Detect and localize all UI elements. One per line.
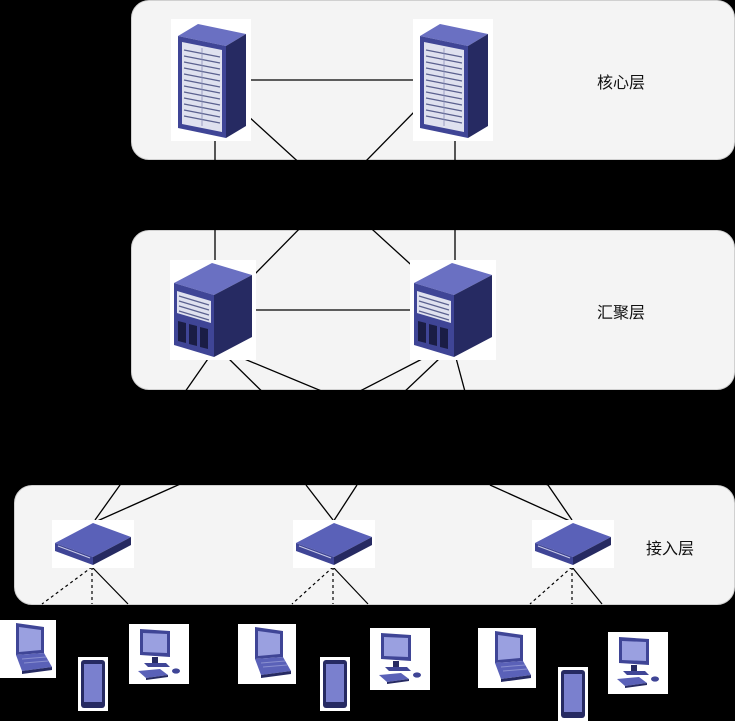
core-server-1	[171, 19, 251, 141]
laptop-1	[0, 620, 56, 678]
aggregation-switch-2	[410, 260, 496, 360]
agg1-acc2-link	[225, 355, 358, 486]
desktop-pc-3	[608, 632, 668, 694]
agg1-acc1-link	[119, 355, 211, 486]
desktop-pc-1	[129, 624, 189, 684]
access-endpoint-links	[41, 566, 603, 605]
core-server-2	[413, 19, 493, 141]
laptop-2	[238, 624, 296, 684]
laptop-3	[478, 628, 536, 688]
agg2-acc3-link	[455, 357, 491, 486]
tablet-2	[320, 657, 350, 711]
tablet-1	[78, 657, 108, 711]
aggregation-layer-label: 汇聚层	[597, 303, 646, 322]
desktop-pc-2	[370, 628, 430, 690]
core-layer-label: 核心层	[597, 73, 646, 92]
core-aggregation-links	[214, 79, 456, 311]
aggregation-switch-1	[170, 260, 256, 360]
agg2-acc1-link	[177, 357, 425, 486]
access-switch-2	[293, 520, 375, 568]
access-switch-1	[52, 520, 134, 568]
aggregation-access-links	[94, 355, 573, 523]
access-layer-label: 接入层	[646, 539, 695, 558]
core2-agg1-link	[251, 107, 419, 278]
access-switch-3	[532, 520, 614, 568]
agg2-acc2-link	[305, 357, 441, 486]
agg1-acc3-link	[241, 357, 549, 486]
tablet-3	[558, 667, 588, 721]
